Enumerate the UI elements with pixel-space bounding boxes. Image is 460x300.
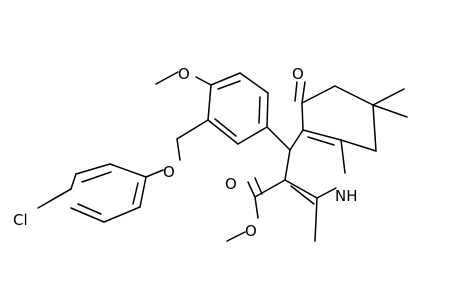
bond bbox=[307, 136, 335, 146]
bond bbox=[334, 85, 374, 106]
bond bbox=[155, 71, 179, 85]
bond bbox=[176, 138, 181, 161]
bond bbox=[289, 129, 304, 151]
bond bbox=[77, 203, 102, 215]
bond bbox=[217, 80, 241, 90]
atom-label-nh: NH bbox=[335, 187, 358, 205]
bond bbox=[195, 76, 212, 86]
atom-label-o-ester-carbonyl: O bbox=[225, 175, 237, 193]
bond bbox=[284, 149, 291, 181]
bond bbox=[290, 185, 315, 205]
bond bbox=[301, 85, 336, 104]
bond bbox=[258, 96, 261, 124]
bond bbox=[81, 171, 112, 183]
bond bbox=[239, 72, 269, 94]
bond bbox=[254, 179, 286, 198]
bond bbox=[284, 179, 318, 199]
bond bbox=[103, 206, 141, 223]
atom-label-cl: Cl bbox=[13, 211, 28, 229]
bond bbox=[301, 81, 306, 104]
bond bbox=[226, 231, 246, 242]
bond bbox=[301, 102, 304, 131]
bond bbox=[75, 163, 111, 175]
bond bbox=[316, 187, 337, 199]
bond bbox=[266, 92, 269, 128]
bond bbox=[70, 173, 77, 190]
bond bbox=[49, 188, 72, 202]
atom-label-o-ketone: O bbox=[292, 65, 304, 83]
bond bbox=[70, 207, 105, 223]
bond bbox=[247, 181, 256, 198]
bond bbox=[372, 104, 377, 152]
chlorophenyl-ring bbox=[37, 163, 147, 223]
bond bbox=[340, 139, 346, 174]
bond bbox=[132, 182, 139, 205]
bond bbox=[176, 119, 209, 140]
bond bbox=[214, 118, 237, 137]
bond bbox=[145, 169, 164, 178]
bond bbox=[266, 126, 291, 151]
bond bbox=[207, 84, 212, 121]
bond bbox=[237, 126, 268, 145]
bond bbox=[254, 196, 259, 219]
cyclohexenone-ring bbox=[301, 85, 377, 152]
bond bbox=[314, 197, 318, 242]
bond bbox=[372, 104, 408, 118]
atom-label-o-ether: O bbox=[163, 163, 175, 181]
bond bbox=[109, 163, 147, 178]
dihydropyridine-ring bbox=[284, 129, 346, 205]
bond bbox=[210, 72, 241, 86]
atom-label-o-methoxy: O bbox=[178, 65, 190, 83]
bond bbox=[139, 176, 147, 208]
bond bbox=[254, 177, 263, 195]
bond bbox=[302, 129, 342, 141]
bond bbox=[372, 88, 405, 106]
atom-label-o-ester: O bbox=[245, 222, 257, 240]
bond bbox=[294, 81, 298, 102]
bond bbox=[340, 139, 377, 152]
methoxyphenyl-ring bbox=[207, 72, 269, 145]
bond bbox=[207, 119, 239, 145]
